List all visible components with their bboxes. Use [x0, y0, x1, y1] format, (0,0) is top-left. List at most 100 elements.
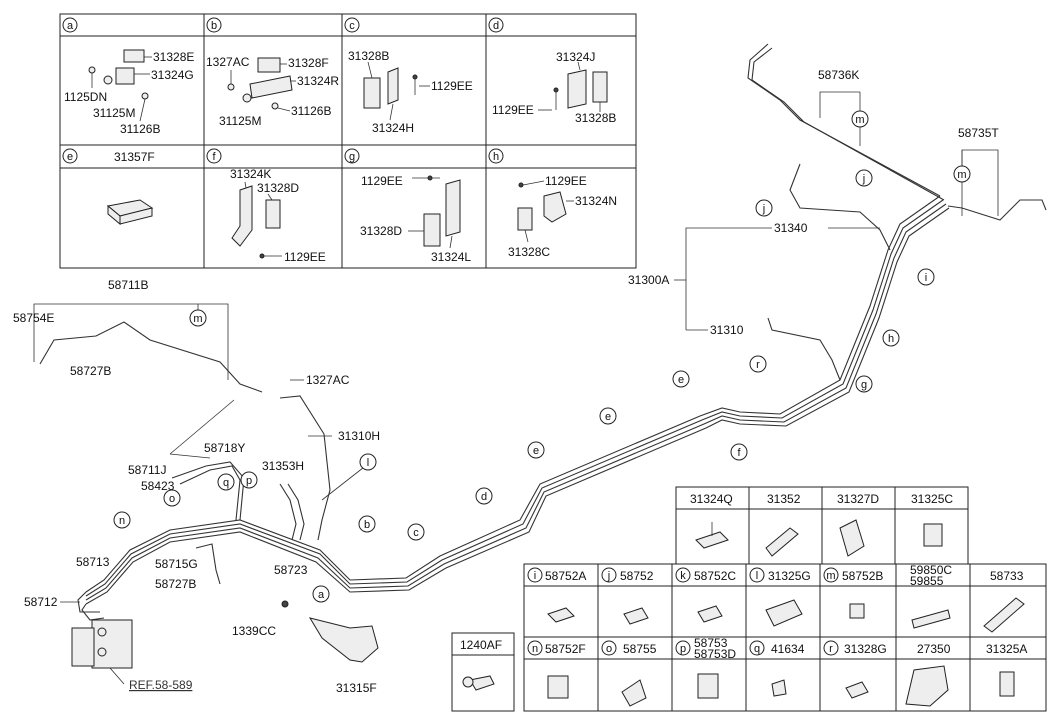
callout-g: g: [855, 375, 873, 393]
label-31310: 31310: [710, 323, 744, 337]
table-code-31325G: 31325G: [768, 569, 811, 583]
table-code-31325A: 31325A: [986, 642, 1027, 656]
svg-text:o: o: [606, 643, 612, 655]
panel-e-label-1: 31357F: [114, 150, 155, 164]
label-58735T: 58735T: [958, 126, 999, 140]
panel-f-label-2: 31328D: [257, 181, 299, 195]
label-58723: 58723: [274, 563, 308, 577]
table-letter-o: o: [601, 640, 617, 656]
label-31300A: 31300A: [628, 273, 669, 287]
svg-text:g: g: [349, 151, 355, 163]
panel-b-drawing: [227, 57, 296, 112]
panel-f-label-1: 31324K: [230, 167, 271, 181]
panel-b-label-3: 31324R: [297, 74, 339, 88]
callout-h: h: [882, 329, 900, 347]
panel-letter-g: g: [344, 148, 360, 164]
svg-text:f: f: [212, 151, 216, 163]
svg-text:j: j: [862, 173, 865, 185]
label-31310H: 31310H: [338, 429, 380, 443]
svg-text:n: n: [532, 643, 538, 655]
callout-l: l: [359, 453, 377, 471]
panel-h-label-2: 31324N: [575, 194, 617, 208]
label-58712: 58712: [24, 595, 58, 609]
parts-table-grid: [523, 486, 1047, 712]
svg-text:a: a: [67, 20, 74, 32]
panel-g-drawing: [408, 175, 461, 249]
svg-text:r: r: [756, 359, 760, 371]
panel-letter-d: d: [488, 17, 504, 33]
callout-b: b: [358, 515, 376, 533]
panel-h-label-3: 31328C: [508, 245, 550, 259]
callout-m-right: m: [953, 165, 971, 183]
panel-a-label-5: 31126B: [120, 122, 160, 136]
table-code-31327D: 31327D: [837, 492, 879, 506]
table-code-58752F: 58752F: [545, 642, 586, 656]
svg-text:h: h: [493, 151, 499, 163]
detail-grid: [59, 13, 637, 269]
svg-text:d: d: [481, 491, 487, 503]
callout-e-2: e: [599, 407, 617, 425]
table-code-58752A: 58752A: [545, 569, 586, 583]
table-code-58733: 58733: [990, 569, 1024, 583]
table-letter-m: m: [823, 567, 839, 583]
callout-q: q: [217, 473, 235, 491]
svg-text:k: k: [680, 570, 686, 582]
table-code-58752C: 58752C: [694, 569, 736, 583]
callout-m-left: m: [189, 309, 207, 327]
svg-text:e: e: [67, 151, 73, 163]
panel-d-label-2: 1129EE: [492, 103, 534, 117]
svg-text:p: p: [246, 475, 252, 487]
callout-j-left: j: [755, 199, 773, 217]
panel-a-label-4: 31125M: [93, 106, 135, 120]
callout-e-3: e: [527, 441, 545, 459]
table-code-27350: 27350: [917, 642, 951, 656]
svg-text:q: q: [223, 477, 229, 489]
callout-m-top: m: [851, 110, 869, 128]
panel-h-drawing: [517, 180, 574, 243]
label-58711B: 58711B: [108, 278, 148, 292]
panel-c-label-2: 1129EE: [431, 79, 473, 93]
panel-c-label-1: 31328B: [348, 49, 389, 63]
svg-text:d: d: [493, 20, 499, 32]
panel-c-drawing: [363, 61, 430, 121]
reference-link[interactable]: REF.58-589: [129, 678, 193, 692]
table-letter-l: l: [749, 567, 765, 583]
leader-lines: [33, 91, 999, 603]
panel-letter-h: h: [488, 148, 504, 164]
pipe-assembly: [39, 43, 1047, 621]
panel-letter-a: a: [62, 17, 78, 33]
table-code-58752B: 58752B: [842, 569, 883, 583]
table-letter-p: p: [675, 640, 691, 656]
bolt-table: [451, 632, 515, 712]
svg-text:r: r: [829, 643, 833, 655]
panel-g-label-3: 31324L: [431, 250, 471, 264]
svg-text:e: e: [605, 411, 611, 423]
panel-b-label-1: 1327AC: [206, 55, 250, 69]
svg-text:h: h: [888, 333, 894, 345]
label-58754E: 58754E: [13, 311, 54, 325]
panel-letter-c: c: [344, 17, 360, 33]
panel-c-label-3: 31324H: [372, 121, 414, 135]
callout-r: r: [749, 355, 767, 373]
svg-text:j: j: [762, 203, 765, 215]
callout-d: d: [475, 487, 493, 505]
callout-n: n: [113, 511, 131, 529]
label-1327AC: 1327AC: [306, 373, 350, 387]
panel-d-drawing: [538, 61, 608, 112]
panel-f-drawing: [231, 181, 282, 259]
svg-text:a: a: [318, 589, 325, 601]
table-row3-drawings: [547, 665, 1015, 707]
callout-p: p: [240, 471, 258, 489]
svg-text:l: l: [756, 570, 758, 582]
label-1339CC: 1339CC: [232, 624, 276, 638]
callout-o: o: [163, 489, 181, 507]
panel-g-label-1: 1129EE: [361, 174, 403, 188]
panel-f-label-3: 1129EE: [284, 250, 326, 264]
table-code-31352: 31352: [767, 492, 801, 506]
svg-text:j: j: [607, 570, 610, 582]
svg-text:b: b: [364, 519, 370, 531]
callout-c: c: [407, 523, 425, 541]
table-letter-q: q: [749, 640, 765, 656]
svg-text:e: e: [678, 374, 684, 386]
